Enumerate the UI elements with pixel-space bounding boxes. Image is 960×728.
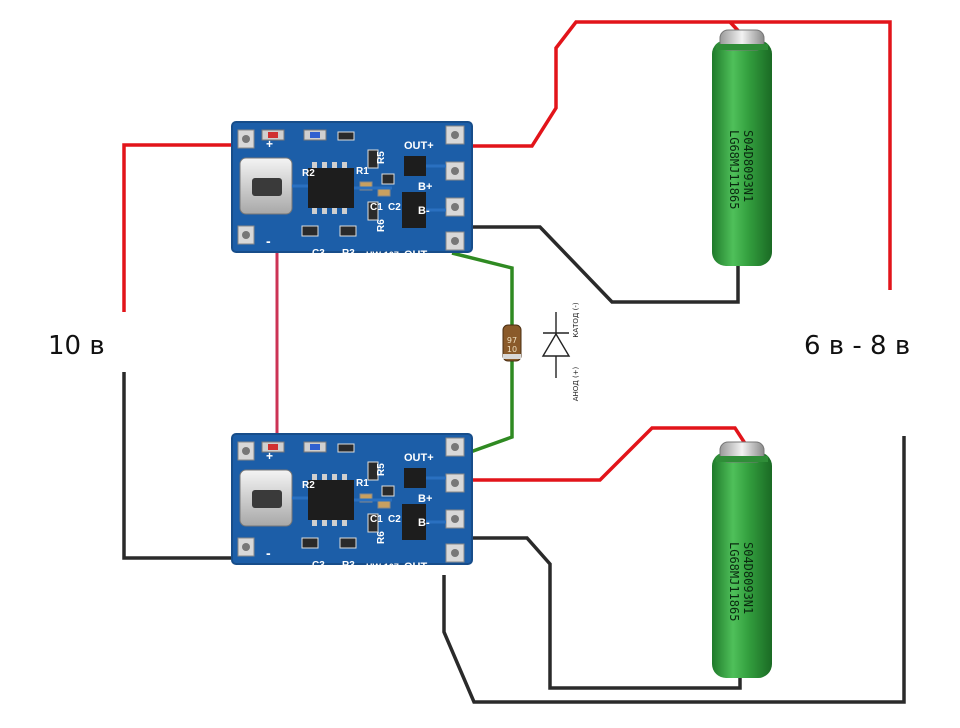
battery-top: LG68MJ11865 S04D8093N1 (711, 29, 773, 267)
svg-text:C1: C1 (370, 514, 383, 525)
svg-text:HW-107: HW-107 (366, 562, 399, 572)
svg-text:R3: R3 (342, 248, 355, 259)
svg-text:B-: B- (418, 205, 430, 217)
svg-text:S04D8093N1: S04D8093N1 (741, 130, 755, 202)
svg-text:B+: B+ (418, 493, 432, 505)
svg-text:R3: R3 (342, 560, 355, 571)
svg-text:OUT-: OUT- (404, 561, 431, 573)
svg-text:LG68MJ11865: LG68MJ11865 (727, 130, 741, 209)
svg-text:S04D8093N1: S04D8093N1 (741, 542, 755, 614)
anode-label: АНОД (+) (572, 366, 580, 401)
svg-text:OUT+: OUT+ (404, 452, 434, 464)
svg-text:C3: C3 (312, 248, 325, 259)
svg-text:HW-107: HW-107 (366, 250, 399, 260)
svg-text:+: + (266, 449, 273, 463)
wire-output-negative (442, 436, 906, 704)
wire-bottom-battery-plus (452, 426, 750, 482)
charger-module-top: + - OUT+ B+ B- OUT- R1 R2 R3 R5 R6 C1 C2… (230, 120, 474, 261)
diode-symbol (541, 312, 571, 378)
svg-text:C2: C2 (388, 202, 401, 213)
wire-bottom-battery-minus (452, 536, 742, 690)
svg-text:-: - (266, 233, 271, 249)
svg-text:R2: R2 (302, 480, 315, 491)
svg-text:LG68MJ11865: LG68MJ11865 (727, 542, 741, 621)
svg-text:B-: B- (418, 517, 430, 529)
svg-text:+: + (266, 137, 273, 151)
cathode-label: КАТОД (-) (572, 302, 580, 337)
input-voltage-label: 10 в (48, 331, 105, 361)
charger-module-bottom: + - OUT+ B+ B- OUT- R1 R2 R3 R5 R6 C1 C2… (230, 432, 474, 573)
svg-text:B+: B+ (418, 181, 432, 193)
wire-top-out-positive (452, 20, 892, 290)
svg-text:R1: R1 (356, 166, 369, 177)
svg-text:R2: R2 (302, 168, 315, 179)
battery-bottom: LG68MJ11865 S04D8093N1 (711, 441, 773, 679)
svg-text:R1: R1 (356, 478, 369, 489)
svg-text:R5: R5 (376, 151, 387, 164)
svg-text:OUT-: OUT- (404, 249, 431, 261)
svg-text:C1: C1 (370, 202, 383, 213)
svg-text:OUT+: OUT+ (404, 140, 434, 152)
output-voltage-label: 6 в - 8 в (804, 331, 910, 361)
svg-text:C2: C2 (388, 514, 401, 525)
wire-top-battery-minus (452, 225, 740, 304)
svg-text:R5: R5 (376, 463, 387, 476)
svg-text:-: - (266, 545, 271, 561)
svg-text:R6: R6 (376, 219, 387, 232)
svg-text:R6: R6 (376, 531, 387, 544)
svg-text:C3: C3 (312, 560, 325, 571)
